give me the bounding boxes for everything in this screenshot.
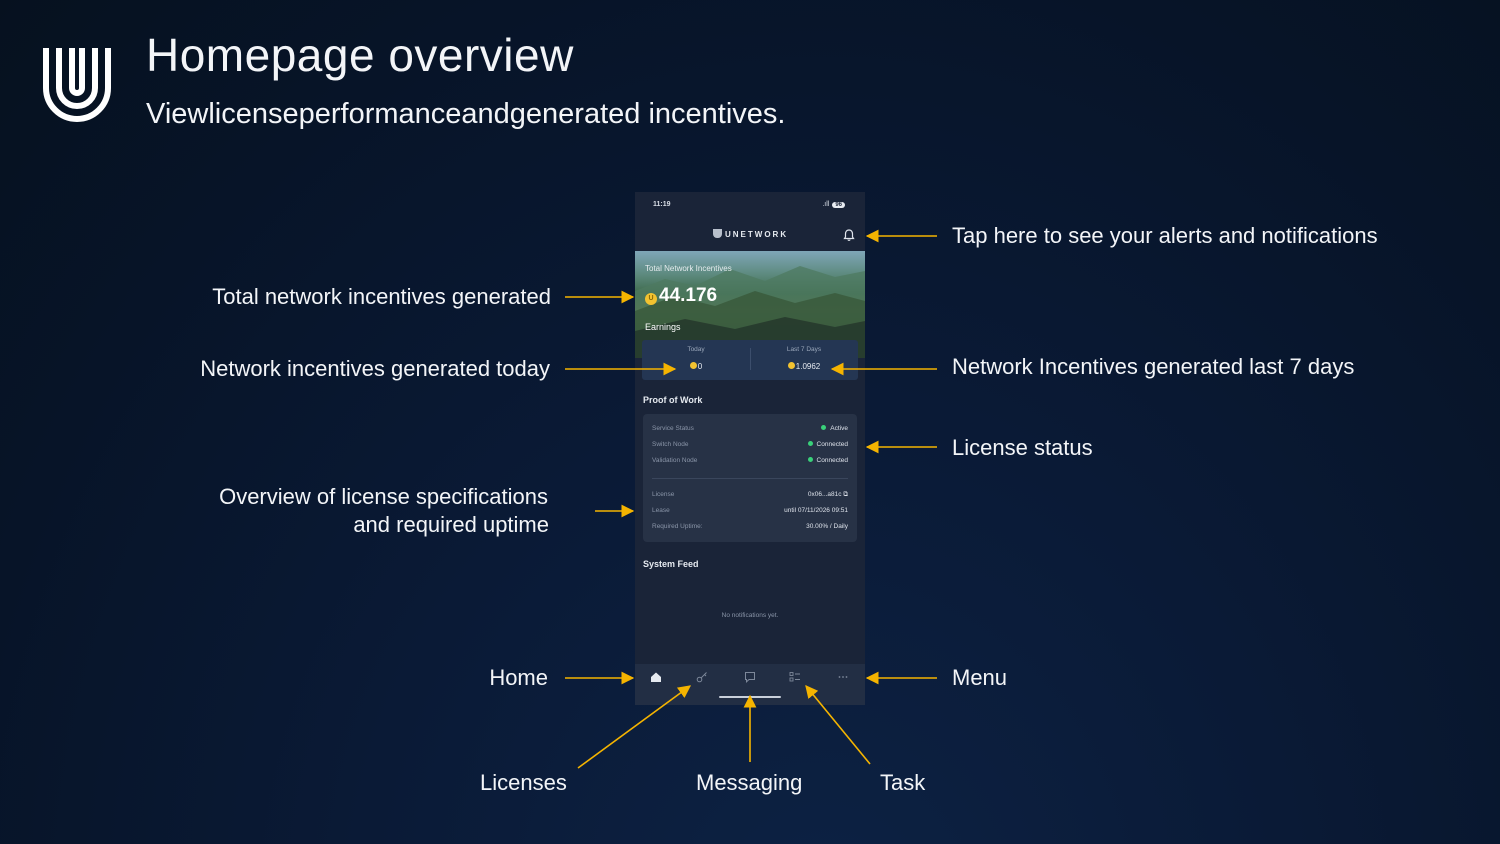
status-text: Active	[830, 425, 848, 432]
more-icon[interactable]	[836, 670, 850, 684]
chat-icon[interactable]	[743, 670, 757, 684]
row-key: License	[652, 491, 675, 498]
today-label: Today	[687, 346, 705, 353]
callout-today-incentives: Network incentives generated today	[200, 356, 550, 381]
row-value: Connected	[807, 457, 848, 464]
row-key: Switch Node	[652, 441, 689, 448]
callout-messaging: Messaging	[696, 770, 803, 795]
callout-home: Home	[489, 665, 548, 690]
status-text: Connected	[816, 457, 848, 464]
status-dot-icon	[807, 441, 813, 446]
status-text: Connected	[816, 441, 848, 448]
today-value: 0	[642, 362, 750, 371]
row-value: Connected	[807, 441, 848, 448]
callout-specs-line1: Overview of license specifications	[219, 484, 548, 509]
unetwork-logo-icon	[43, 48, 111, 122]
earnings-label: Earnings	[645, 322, 681, 332]
token-coin-icon: U	[645, 293, 657, 305]
callout-specs-line2: and required uptime	[353, 512, 549, 537]
copy-icon[interactable]: ⧉	[843, 491, 848, 498]
status-dot-icon	[821, 425, 827, 430]
divider	[750, 348, 751, 370]
empty-feed-message: No notifications yet.	[721, 612, 779, 619]
signal-icon: .ıll	[822, 201, 830, 208]
status-row: Service Status Active	[652, 425, 848, 437]
last7-value: 1.0962	[750, 362, 858, 371]
battery-icon: 96	[832, 202, 845, 208]
row-value: 30.00% / Daily	[806, 523, 848, 530]
callout-task: Task	[880, 770, 926, 795]
page-title: Homepage overview	[146, 29, 574, 81]
spec-row: Required Uptime: 30.00% / Daily	[652, 523, 848, 535]
status-dot-icon	[807, 457, 813, 462]
license-address: 0x06...a81c	[807, 491, 842, 498]
row-key: Validation Node	[652, 457, 698, 464]
row-value: Active	[821, 425, 848, 432]
total-incentives-caption: Total Network Incentives	[645, 264, 732, 273]
status-row: Validation Node Connected	[652, 457, 848, 469]
brand-logo: UNETWORK	[713, 229, 788, 239]
home-indicator	[719, 696, 781, 698]
card-divider	[652, 478, 848, 479]
page-subtitle: Viewlicenseperformanceandgenerated incen…	[146, 98, 786, 130]
row-key: Service Status	[652, 425, 694, 432]
callout-licenses: Licenses	[480, 770, 567, 795]
today-amount: 0	[697, 362, 703, 371]
brand-name: UNETWORK	[725, 230, 789, 239]
status-time: 11:19	[653, 201, 671, 208]
callout-license-status: License status	[952, 435, 1093, 460]
row-key: Lease	[652, 507, 670, 514]
brand-mark-icon	[713, 229, 722, 238]
spec-row: License 0x06...a81c ⧉	[652, 491, 848, 503]
last7-amount: 1.0962	[795, 362, 821, 371]
checklist-icon[interactable]	[788, 670, 802, 684]
callout-last7-incentives: Network Incentives generated last 7 days	[952, 354, 1355, 379]
callout-notifications: Tap here to see your alerts and notifica…	[952, 223, 1378, 248]
proof-of-work-heading: Proof of Work	[643, 395, 703, 405]
row-value: 0x06...a81c ⧉	[808, 491, 848, 499]
status-row: Switch Node Connected	[652, 441, 848, 453]
key-icon[interactable]	[695, 670, 709, 684]
system-feed-heading: System Feed	[643, 559, 699, 569]
row-key: Required Uptime:	[652, 523, 703, 530]
coin-icon	[787, 362, 795, 369]
row-value: until 07/11/2026 09:51	[784, 507, 848, 514]
bottom-tab-bar	[635, 664, 865, 705]
callout-menu: Menu	[952, 665, 1008, 690]
coin-icon	[689, 362, 697, 369]
app-header: UNETWORK	[635, 222, 865, 248]
last7-label: Last 7 Days	[786, 346, 822, 353]
callout-total-incentives: Total network incentives generated	[212, 284, 551, 309]
earnings-summary: Today 0 Last 7 Days 1.0962	[642, 340, 858, 380]
home-icon[interactable]	[649, 670, 663, 684]
total-incentives-value: 44.176	[659, 285, 718, 306]
spec-row: Lease until 07/11/2026 09:51	[652, 507, 848, 519]
bell-icon[interactable]	[842, 228, 856, 242]
